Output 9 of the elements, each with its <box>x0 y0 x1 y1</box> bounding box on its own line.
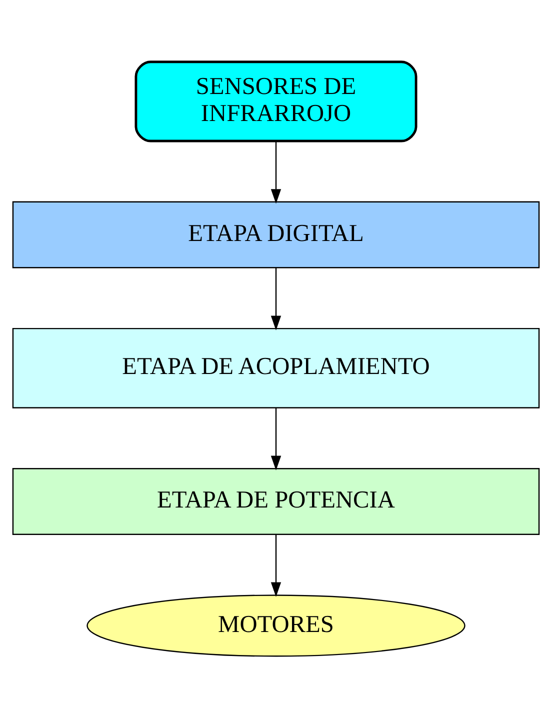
node-box: ETAPA DE POTENCIA <box>12 468 540 535</box>
node-box: ETAPA DE ACOPLAMIENTO <box>12 328 540 408</box>
arrow <box>270 534 282 597</box>
node-ellipse: MOTORES <box>86 594 466 657</box>
node-box: SENSORES DE INFRARROJO <box>134 60 418 142</box>
node-box: ETAPA DIGITAL <box>12 201 540 268</box>
arrow <box>270 408 282 470</box>
arrow <box>270 268 282 330</box>
arrow <box>270 141 282 204</box>
